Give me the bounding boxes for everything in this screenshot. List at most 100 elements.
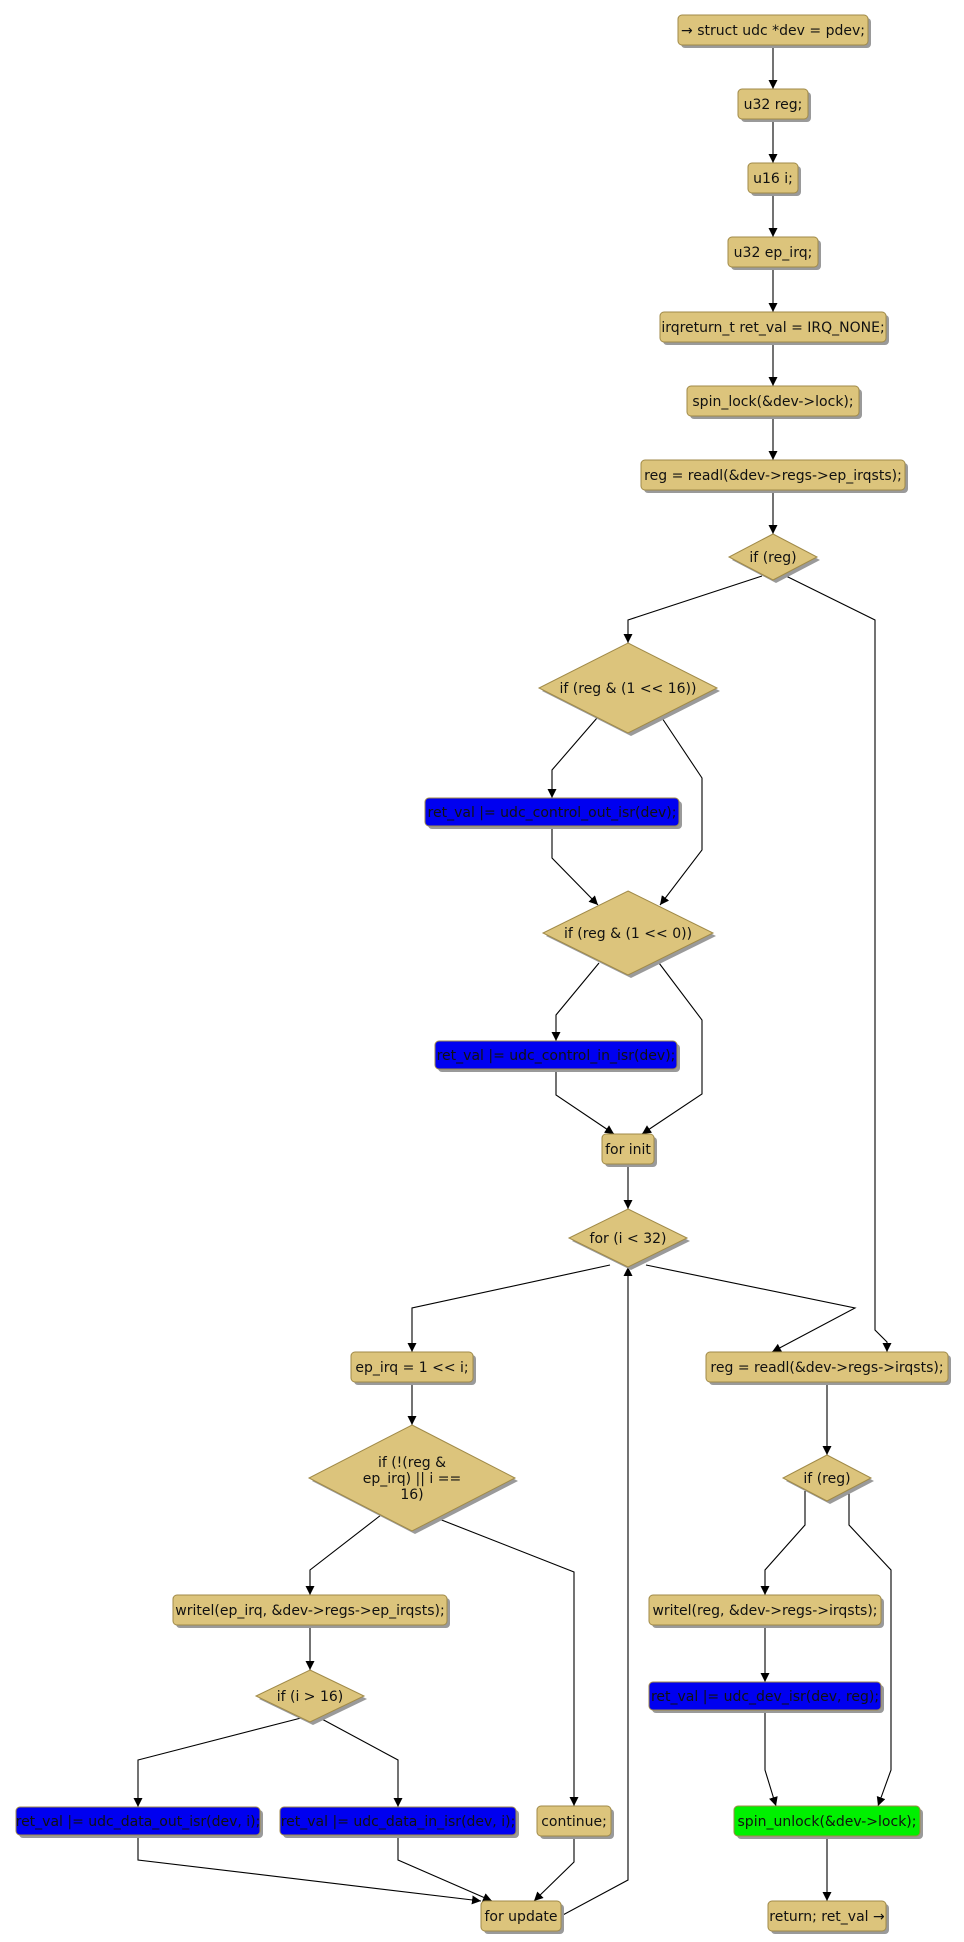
node-readl-ep-irqsts: reg = readl(&dev->regs->ep_irqsts); [640, 459, 908, 493]
node-struct-udc: → struct udc *dev = pdev; [677, 14, 871, 48]
node-label: if (reg) [803, 1471, 850, 1487]
node-return: return; ret_val → [767, 1900, 889, 1934]
node-label: spin_unlock(&dev->lock); [738, 1814, 917, 1830]
node-control-in-isr: ret_val |= udc_control_in_isr(dev); [434, 1040, 680, 1072]
edge-control-out-isr-to-if-bit0 [551, 826, 599, 906]
statement-box [686, 385, 860, 417]
statement-box [350, 1351, 474, 1383]
node-label: for update [484, 1909, 557, 1925]
node-label: u32 ep_irq; [734, 245, 813, 261]
node-label: ret_val |= udc_data_out_isr(dev, i); [16, 1814, 261, 1830]
edge-data-in-isr-to-for-update [397, 1835, 493, 1902]
node-label: for init [605, 1142, 651, 1158]
node-label: for (i < 32) [590, 1231, 667, 1247]
node-ep-irq-shift: ep_irq = 1 << i; [350, 1351, 476, 1385]
edge-if-reg-2-to-spin-unlock [848, 1491, 892, 1807]
node-for-cond: for (i < 32) [567, 1208, 690, 1270]
node-label: irqreturn_t ret_val = IRQ_NONE; [661, 320, 884, 336]
node-label: return; ret_val → [769, 1909, 885, 1925]
decision-diamond [727, 533, 819, 581]
node-if-bit16: if (reg & (1 << 16)) [537, 642, 720, 736]
node-label: ret_val |= udc_data_in_isr(dev, i); [281, 1814, 516, 1830]
node-label: ep_irq) || i == [363, 1471, 461, 1487]
edge-dev-isr-to-spin-unlock [764, 1710, 778, 1807]
node-control-out-isr: ret_val |= udc_control_out_isr(dev); [424, 797, 682, 829]
decision-diamond [254, 1669, 366, 1723]
statement-box [648, 1594, 882, 1626]
node-label: if (reg) [749, 550, 796, 566]
node-u32-ep-irq: u32 ep_irq; [727, 236, 821, 270]
edge-control-in-isr-to-for-init [555, 1069, 615, 1135]
node-label: reg = readl(&dev->regs->irqsts); [710, 1360, 943, 1376]
decision-diamond [541, 890, 715, 976]
node-for-update: for update [480, 1900, 564, 1934]
node-label: writel(ep_irq, &dev->regs->ep_irqsts); [175, 1603, 444, 1619]
node-label: reg = readl(&dev->regs->ep_irqsts); [644, 468, 902, 484]
edge-continue-to-for-update [533, 1836, 575, 1902]
statement-box [767, 1900, 887, 1932]
edge-for-cond-to-readl-irqsts [645, 1264, 857, 1353]
statement-box [747, 162, 799, 194]
node-label: ret_val |= udc_control_in_isr(dev); [437, 1048, 676, 1064]
edge-if-i-gt-16-to-data-in-isr [319, 1717, 403, 1807]
edge-if-bit0-to-control-in-isr [551, 962, 600, 1041]
edge-if-reg-2-to-writel-irqsts [760, 1491, 806, 1595]
edge-if-reg-1-to-readl-irqsts [785, 575, 892, 1352]
edge-data-out-isr-to-for-update [137, 1835, 482, 1905]
edge-if-i-gt-16-to-data-out-isr [133, 1717, 302, 1807]
node-label: continue; [541, 1814, 607, 1830]
edge-if-reg-1-to-if-bit16 [623, 575, 763, 643]
decision-diamond [537, 642, 719, 734]
node-spin-unlock: spin_unlock(&dev->lock); [733, 1805, 923, 1839]
statement-box [727, 236, 819, 268]
edge-if-bit0-to-for-init [641, 962, 703, 1135]
node-writel-ep-irqsts: writel(ep_irq, &dev->regs->ep_irqsts); [172, 1594, 450, 1628]
node-label: if (i > 16) [277, 1689, 344, 1705]
node-if-reg-1: if (reg) [727, 533, 820, 583]
edge-if-not-ep-irq-to-continue [433, 1516, 579, 1806]
edge-if-not-ep-irq-to-writel-ep-irqsts [305, 1514, 382, 1595]
node-dev-isr: ret_val |= udc_dev_isr(dev, reg); [648, 1681, 884, 1713]
node-label: u16 i; [753, 171, 793, 187]
node-spin-lock: spin_lock(&dev->lock); [686, 385, 862, 419]
node-label: ep_irq = 1 << i; [355, 1360, 468, 1376]
statement-box [424, 797, 680, 827]
node-label: writel(reg, &dev->regs->irqsts); [652, 1603, 877, 1619]
node-writel-irqsts: writel(reg, &dev->regs->irqsts); [648, 1594, 884, 1628]
node-if-not-ep-irq: if (!(reg &ep_irq) || i ==16) [307, 1424, 518, 1534]
node-u16-i: u16 i; [747, 162, 801, 196]
node-label: if (!(reg & [378, 1455, 446, 1471]
node-label: 16) [400, 1487, 423, 1503]
statement-box [705, 1351, 949, 1383]
statement-box [15, 1806, 261, 1836]
nodes-layer: → struct udc *dev = pdev; u32 reg; u16 i; u… [15, 14, 951, 1934]
edges-layer [133, 45, 892, 1917]
statement-box [640, 459, 906, 491]
statement-box [536, 1805, 612, 1837]
node-data-in-isr: ret_val |= udc_data_in_isr(dev, i); [279, 1806, 519, 1838]
statement-box [659, 311, 887, 343]
node-label: spin_lock(&dev->lock); [692, 394, 853, 410]
decision-diamond [307, 1424, 517, 1532]
statement-box [601, 1133, 655, 1165]
node-readl-irqsts: reg = readl(&dev->regs->irqsts); [705, 1351, 951, 1385]
node-if-bit0: if (reg & (1 << 0)) [541, 890, 716, 978]
node-if-i-gt-16: if (i > 16) [254, 1669, 367, 1725]
node-label: if (reg & (1 << 0)) [564, 926, 692, 942]
node-if-reg-2: if (reg) [781, 1454, 874, 1504]
node-u32-reg: u32 reg; [737, 88, 811, 122]
node-for-init: for init [601, 1133, 657, 1167]
edge-for-cond-to-ep-irq-shift [407, 1264, 611, 1352]
node-ret-val-init: irqreturn_t ret_val = IRQ_NONE; [659, 311, 889, 345]
statement-box [648, 1681, 882, 1711]
edge-if-bit16-to-if-bit0 [659, 717, 703, 906]
edge-for-update-to-for-cond [560, 1267, 633, 1917]
node-label: ret_val |= udc_control_out_isr(dev); [428, 805, 677, 821]
statement-box [733, 1805, 921, 1837]
statement-box [279, 1806, 517, 1836]
edge-if-bit16-to-control-out-isr [547, 717, 598, 798]
statement-box [172, 1594, 448, 1626]
node-label: → struct udc *dev = pdev; [681, 23, 865, 39]
node-data-out-isr: ret_val |= udc_data_out_isr(dev, i); [15, 1806, 263, 1838]
